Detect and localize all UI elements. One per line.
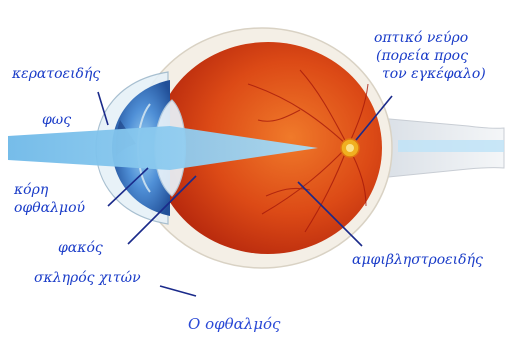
- sclera-label: σκληρός χιτών: [34, 270, 141, 287]
- optic-nerve-core: [398, 140, 504, 152]
- light-label: φως: [42, 112, 71, 129]
- pupil-label-line1: κόρη: [14, 182, 48, 199]
- pupil-label-line2: οφθαλμού: [14, 200, 85, 217]
- optic-nerve-label-line2: (πορεία προς: [376, 48, 468, 65]
- cornea-label: κερατοειδής: [12, 66, 100, 83]
- diagram-caption: Ο οφθαλμός: [188, 316, 280, 333]
- optic-nerve-label-line3: τον εγκέφαλο): [382, 66, 486, 83]
- retina-label: αμφιβληστροειδής: [352, 252, 483, 269]
- optic-nerve-label-line1: οπτικό νεύρο: [374, 30, 468, 47]
- lens-label: φακός: [58, 240, 103, 257]
